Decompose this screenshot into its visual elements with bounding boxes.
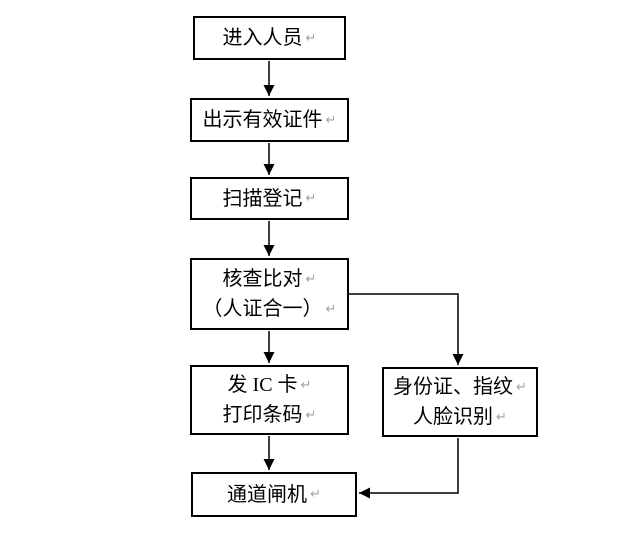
arrow-biometric-to-gate xyxy=(359,438,459,499)
arrow-verify-to-biometric xyxy=(349,293,464,365)
paragraph-mark-icon: ↵ xyxy=(496,409,507,425)
node-enter-personnel: 进入人员 ↵ xyxy=(193,16,346,60)
paragraph-mark-icon: ↵ xyxy=(516,379,527,395)
node-channel-gate: 通道闸机 ↵ xyxy=(191,472,357,517)
node-label: 打印条码 xyxy=(222,404,303,426)
node-label: 核查比对 xyxy=(222,268,303,290)
paragraph-mark-icon: ↵ xyxy=(310,487,321,502)
node-label: 通道闸机 xyxy=(227,483,308,506)
node-issue-ic-card: 发 IC 卡 ↵ 打印条码 ↵ xyxy=(190,365,349,435)
node-label: 发 IC 卡 xyxy=(227,374,298,396)
node-label: 身份证、指纹 xyxy=(393,376,514,398)
node-verify-compare: 核查比对 ↵ （人证合一） ↵ xyxy=(190,258,349,330)
paragraph-mark-icon: ↵ xyxy=(325,301,337,317)
paragraph-mark-icon: ↵ xyxy=(305,30,317,46)
paragraph-mark-icon: ↵ xyxy=(305,191,317,206)
paragraph-mark-icon: ↵ xyxy=(305,271,317,287)
paragraph-mark-icon: ↵ xyxy=(300,377,312,393)
node-label: 进入人员 xyxy=(222,27,303,49)
node-label: 人脸识别 xyxy=(413,406,494,428)
paragraph-mark-icon: ↵ xyxy=(325,112,337,128)
node-label: 出示有效证件 xyxy=(202,109,323,131)
node-label: （人证合一） xyxy=(202,298,323,320)
node-biometric-recognition: 身份证、指纹 ↵ 人脸识别 ↵ xyxy=(382,367,538,437)
paragraph-mark-icon: ↵ xyxy=(305,407,317,423)
node-scan-register: 扫描登记 ↵ xyxy=(190,177,349,220)
node-label: 扫描登记 xyxy=(222,187,303,210)
node-show-valid-id: 出示有效证件 ↵ xyxy=(190,98,349,142)
